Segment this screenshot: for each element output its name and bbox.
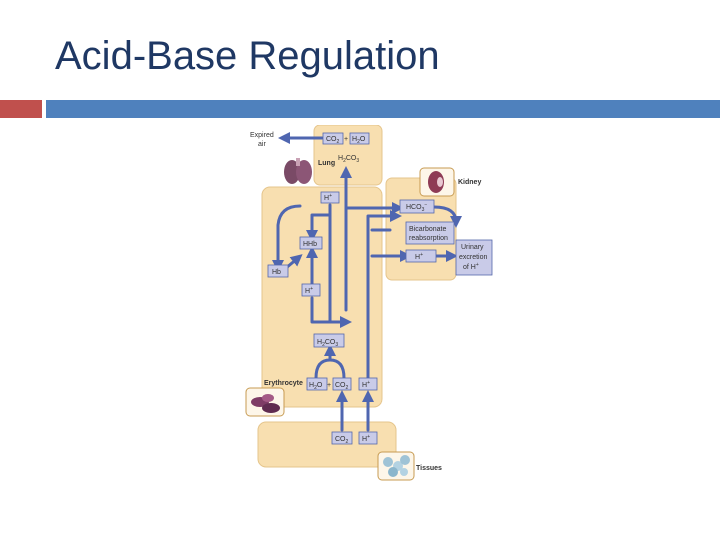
box-h2o-lung [349, 132, 370, 145]
hhb-text: HHb [303, 241, 317, 248]
plus-lung: + [344, 136, 348, 143]
hplus-top-text: H+ [324, 193, 332, 202]
hplus-kidney-text: H+ [415, 252, 423, 261]
box-hplus-kidney [405, 249, 437, 263]
hplus-tissue-text: H+ [362, 434, 370, 443]
box-co2-ery [332, 377, 352, 391]
plus-ery: + [327, 382, 331, 389]
h2o-lung-text: H2O [352, 136, 366, 145]
accent-bar-red [0, 100, 42, 118]
label-air: air [258, 141, 266, 148]
urinary-text-1: Urinary [461, 244, 484, 251]
hplus-ery-text: H+ [362, 380, 370, 389]
erythrocyte-icon [245, 387, 285, 417]
box-h2o-ery [306, 377, 328, 391]
co2-ery-text: CO2 [335, 382, 349, 391]
urinary-text-3: of H+ [463, 262, 479, 271]
box-hplus-tissue [358, 431, 378, 445]
hb-text: Hb [272, 269, 281, 276]
box-hplus-top [320, 191, 340, 204]
h2o-ery-text: H2O [309, 382, 323, 391]
urinary-text-2: excretion [459, 254, 488, 261]
h2co3-lung: H2CO3 [338, 155, 359, 164]
bicarb-text-1: Bicarbonate [409, 226, 446, 233]
slide-title: Acid-Base Regulation [55, 34, 440, 78]
hco3-text: HCO3− [406, 202, 427, 213]
accent-bar-blue [46, 100, 720, 118]
arrow-co2-h2o-to-h2co3 [314, 350, 346, 380]
box-hplus-ery [358, 377, 378, 391]
h2co3-ery-text: H2CO3 [317, 339, 338, 348]
arrow-hplus-to-hhb [306, 213, 332, 242]
box-urinary [455, 239, 493, 276]
kidney-icon [419, 167, 455, 197]
box-hplus-mid [301, 283, 321, 297]
label-erythrocyte: Erythrocyte [264, 380, 303, 387]
arrow-erythro-hplus-up [366, 210, 402, 380]
arrow-h2co3-branch [310, 296, 346, 322]
co2-tissue-text: CO2 [335, 436, 349, 445]
bicarb-text-2: reabsorption [409, 235, 448, 242]
box-h2co3 [313, 333, 345, 348]
co2-lung-text: CO2 [326, 136, 340, 145]
lung-icon [284, 158, 312, 184]
label-lung: Lung [318, 160, 335, 167]
arrow-hco3-to-urine [432, 205, 462, 228]
label-kidney: Kidney [458, 179, 481, 186]
label-expired: Expired [250, 132, 274, 139]
label-tissues: Tissues [416, 465, 442, 472]
arrow-hhb-to-hb-loop [272, 204, 302, 272]
box-hb [267, 264, 289, 278]
tissue-cells-icon [377, 451, 415, 481]
tissues-panel [257, 421, 397, 468]
box-co2-tissue [331, 431, 353, 445]
box-hco3 [399, 199, 435, 214]
hplus-mid-text: H+ [305, 286, 313, 295]
box-hhb [299, 236, 323, 250]
acid-base-diagram: Expired air CO2 + H2O Lung H2CO3 H+ HHb … [245, 125, 493, 481]
erythrocyte-panel [261, 186, 383, 408]
box-bicarb [405, 221, 455, 245]
box-co2-lung [322, 132, 344, 145]
